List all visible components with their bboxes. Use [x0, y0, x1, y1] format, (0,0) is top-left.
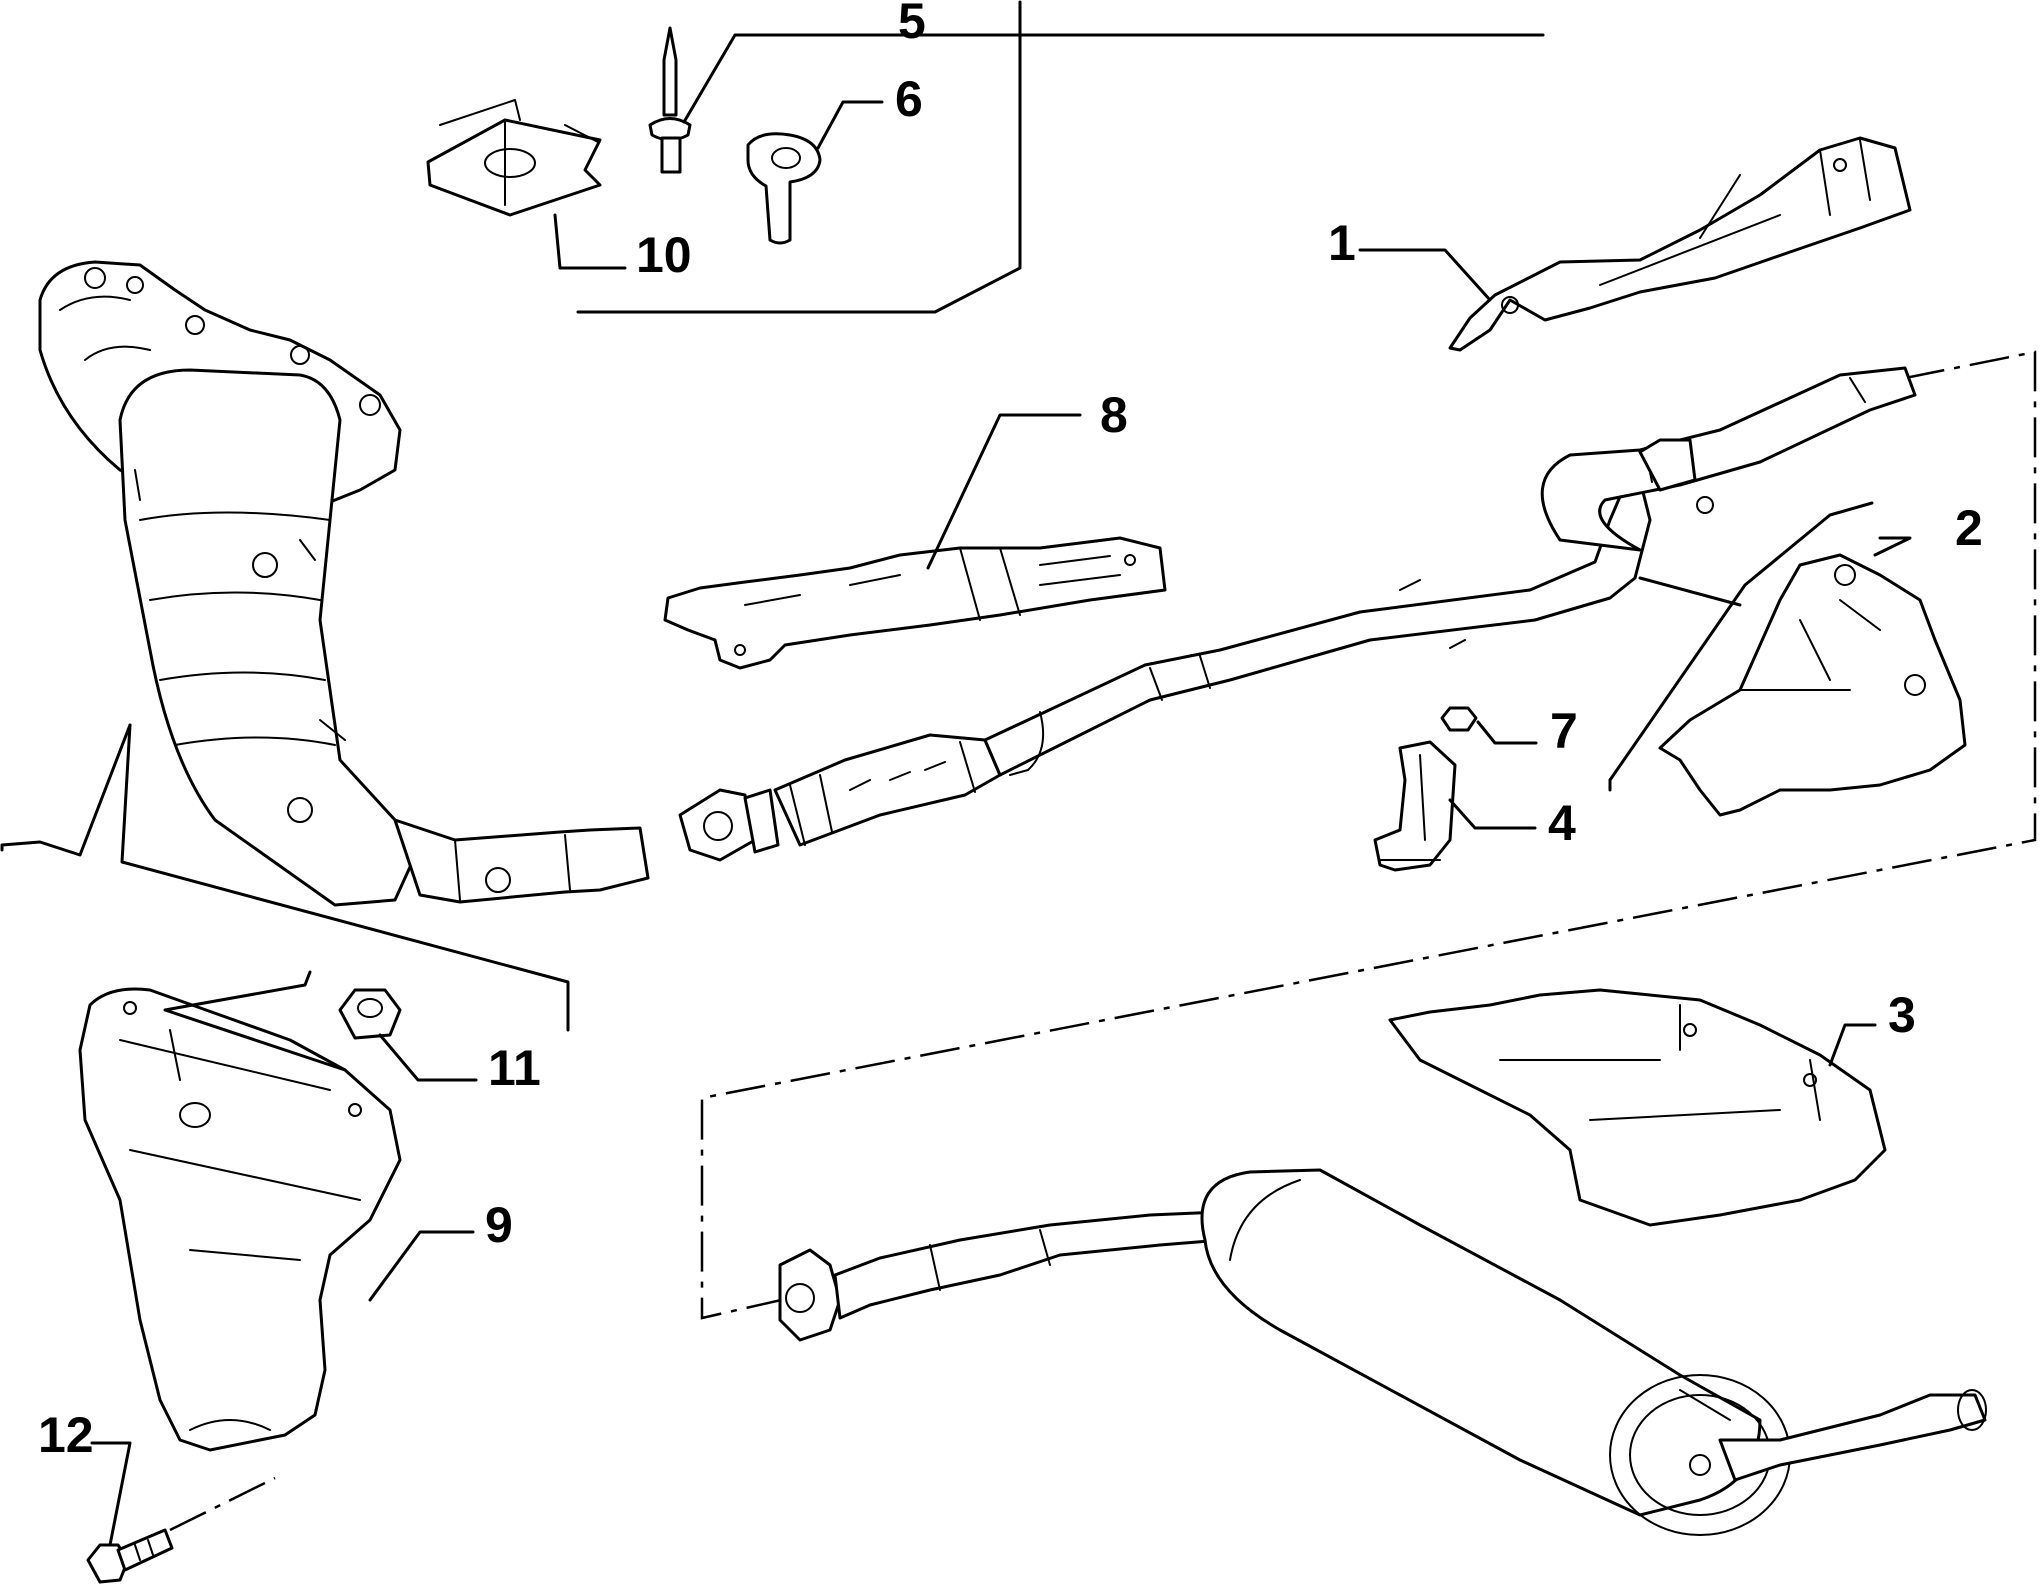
- spring-clip-part-10: [426, 99, 602, 217]
- callout-11: 11: [488, 1040, 541, 1096]
- heat-shield-part-8: [663, 536, 1167, 670]
- stud-pin-part-5: [648, 26, 692, 174]
- reference-lines: [169, 350, 2037, 1532]
- callout-12: 12: [38, 1407, 94, 1463]
- nut-part-7: [1440, 706, 1478, 732]
- intermediate-pipe-section: [678, 366, 1917, 862]
- leader-3: [1828, 1023, 1877, 1067]
- leader-8: [926, 413, 1082, 570]
- grommet-part-6: [746, 132, 822, 245]
- callout-5: 5: [898, 0, 926, 49]
- leader-4: [1448, 798, 1537, 830]
- callout-8: 8: [1100, 387, 1128, 443]
- callout-9: 9: [485, 1197, 513, 1253]
- leader-10: [553, 213, 627, 270]
- manifold-heat-shield-part-9: [78, 987, 402, 1452]
- bolt-part-12: [86, 1528, 174, 1584]
- callout-labels: 1 2 3 4 5 6 7 8 9 10 11 12: [38, 0, 1983, 1463]
- assembly-brackets: [0, 723, 570, 1072]
- rear-muffler: [778, 1168, 1987, 1536]
- callout-7: 7: [1550, 703, 1578, 759]
- leader-5: [682, 33, 1545, 124]
- leader-2: [1873, 536, 1912, 557]
- mount-bracket-part-4: [1373, 740, 1457, 872]
- small-parts-group: [426, 0, 1022, 314]
- leader-7: [1476, 720, 1538, 745]
- callout-1: 1: [1328, 215, 1356, 271]
- leader-1: [1358, 248, 1492, 302]
- leader-11: [378, 1033, 478, 1082]
- callout-6: 6: [895, 71, 923, 127]
- heat-shield-part-1: [1448, 136, 1912, 352]
- callout-3: 3: [1888, 987, 1916, 1043]
- leader-6: [816, 100, 884, 150]
- heat-shield-part-3: [1388, 988, 1887, 1227]
- callout-10: 10: [636, 227, 692, 283]
- callout-4: 4: [1548, 795, 1576, 851]
- exhaust-manifold-catalyst: [38, 260, 650, 907]
- group-bracket-line: [576, 0, 1022, 314]
- leader-9: [368, 1230, 475, 1302]
- nut-part-11: [338, 988, 402, 1040]
- heat-shield-part-2: [1658, 553, 1967, 817]
- callout-2: 2: [1955, 500, 1983, 556]
- leader-lines: [90, 33, 1912, 1547]
- leader-12: [90, 1441, 132, 1547]
